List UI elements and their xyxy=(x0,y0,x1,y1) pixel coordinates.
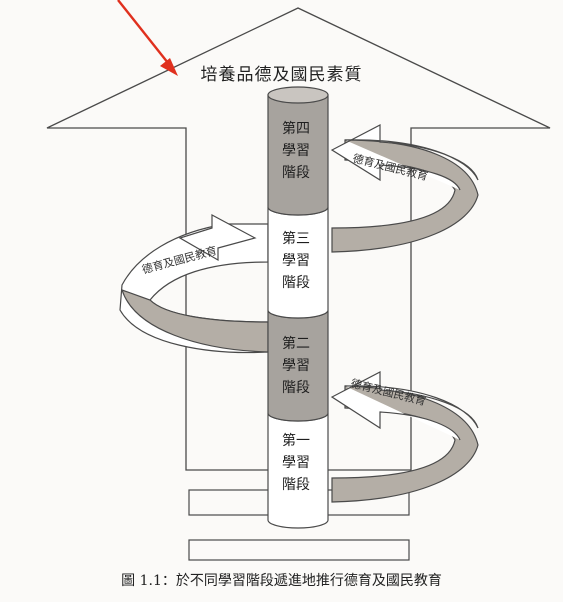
spiral-band-lower-right xyxy=(330,371,479,503)
stage-3-label: 第三 學習 階段 xyxy=(279,228,313,294)
red-pointer-arrow xyxy=(117,0,178,76)
stage-2-line-3: 階段 xyxy=(282,380,310,396)
stage-4-line-2: 學習 xyxy=(282,143,310,159)
diagram-top-title: 培養品德及國民素質 xyxy=(200,65,363,85)
stage-4-line-3: 階段 xyxy=(282,165,310,181)
stage-4-line-1: 第四 xyxy=(282,121,310,137)
spiral-band-upper-right xyxy=(330,124,479,253)
stage-2-line-1: 第二 xyxy=(282,336,310,352)
spiral-band-left xyxy=(119,213,269,354)
stage-1-label: 第一 學習 階段 xyxy=(279,430,313,496)
cylinder-top-cap xyxy=(267,86,329,104)
stage-3-line-2: 學習 xyxy=(282,253,310,269)
stage-3-line-3: 階段 xyxy=(282,275,310,291)
stage-1-line-3: 階段 xyxy=(282,477,310,493)
base-step-lower xyxy=(188,539,410,561)
stage-4-label: 第四 學習 階段 xyxy=(279,118,313,184)
stage-1-line-2: 學習 xyxy=(282,455,310,471)
stage-3-line-1: 第三 xyxy=(282,231,310,247)
stage-2-line-2: 學習 xyxy=(282,358,310,374)
stage-1-line-1: 第一 xyxy=(282,433,310,449)
stage-2-label: 第二 學習 階段 xyxy=(279,333,313,399)
cylinder-segment-stage-4 xyxy=(267,94,329,216)
figure-caption: 圖 1.1：於不同學習階段遞進地推行德育及國民教育 xyxy=(121,573,442,589)
stage-cylinder xyxy=(267,86,329,529)
